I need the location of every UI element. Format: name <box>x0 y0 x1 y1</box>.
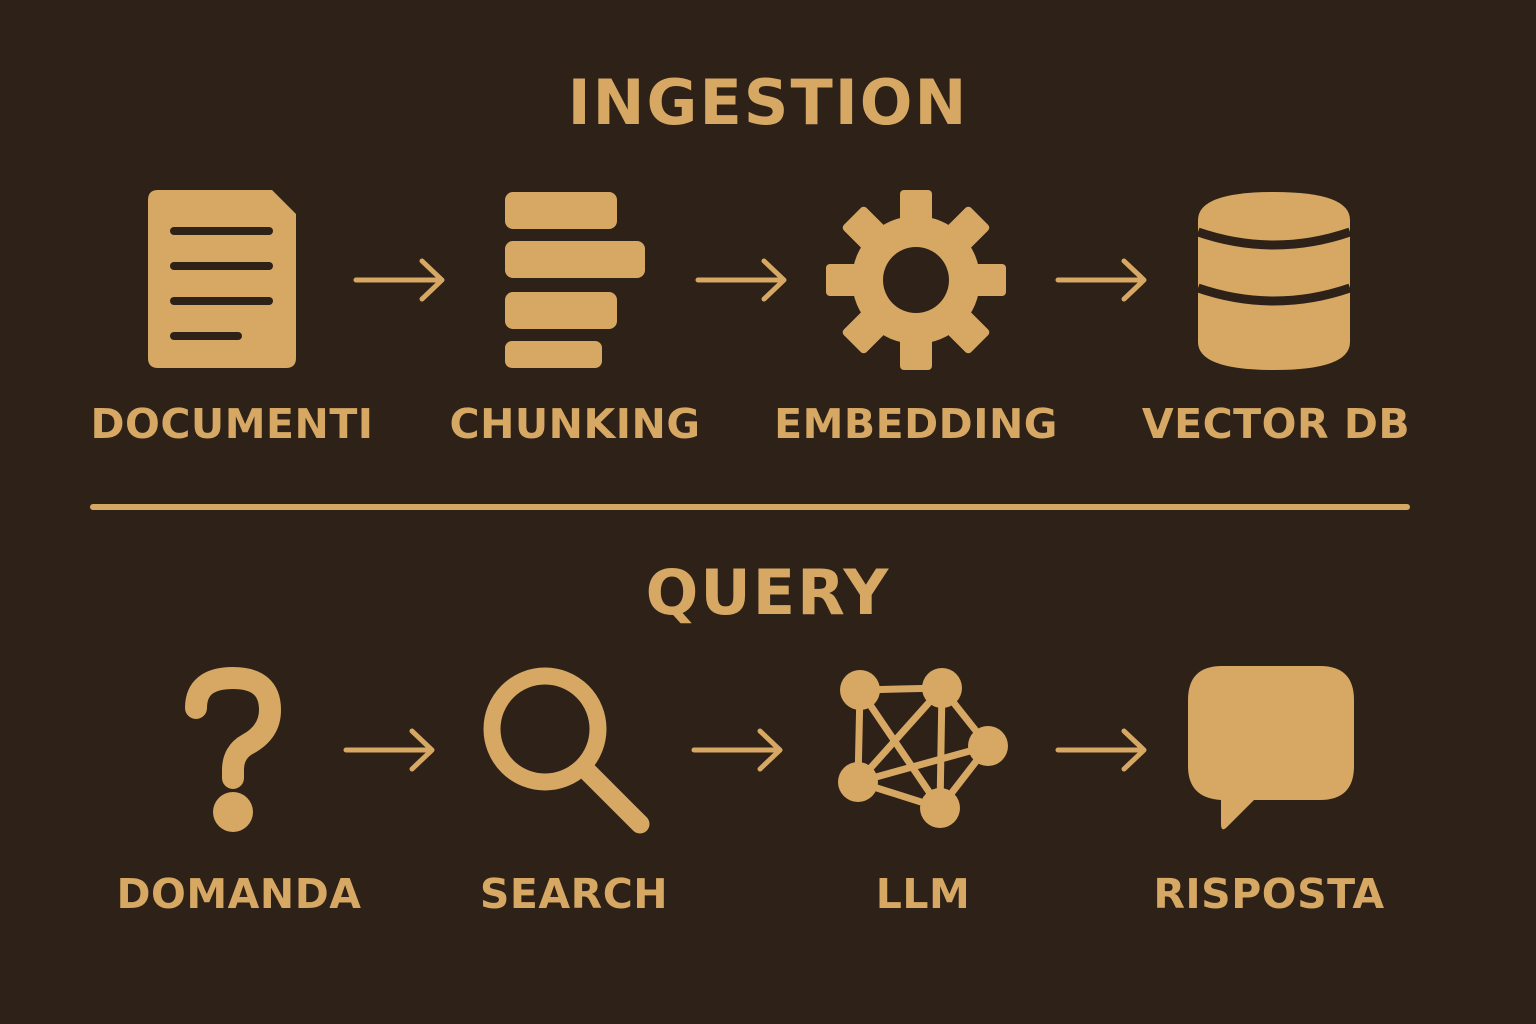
section-divider <box>90 504 1410 510</box>
arrow-right-icon <box>691 728 783 772</box>
arrow-right-icon <box>353 258 445 302</box>
step-label-domanda: DOMANDA <box>116 870 362 918</box>
query-title: QUERY <box>645 556 891 629</box>
step-label-embedding: EMBEDDING <box>774 400 1058 448</box>
question-mark-icon <box>185 667 281 832</box>
document-icon <box>148 190 296 368</box>
arrow-right-icon <box>343 728 435 772</box>
chunks-icon <box>505 192 645 368</box>
step-label-llm: LLM <box>875 870 971 918</box>
step-label-risposta: RISPOSTA <box>1153 870 1385 918</box>
step-label-chunking: CHUNKING <box>449 400 701 448</box>
magnifier-icon <box>483 667 650 834</box>
step-label-vector-db: VECTOR DB <box>1141 400 1411 448</box>
arrow-right-icon <box>695 258 787 302</box>
arrow-right-icon <box>1055 258 1147 302</box>
speech-bubble-icon <box>1188 666 1354 830</box>
step-label-search: SEARCH <box>479 870 669 918</box>
step-label-documenti: DOCUMENTI <box>90 400 374 448</box>
gear-icon <box>826 190 1006 370</box>
ingestion-title: INGESTION <box>567 66 969 139</box>
arrow-right-icon <box>1055 728 1147 772</box>
database-icon <box>1196 192 1352 370</box>
network-icon <box>838 668 1008 828</box>
